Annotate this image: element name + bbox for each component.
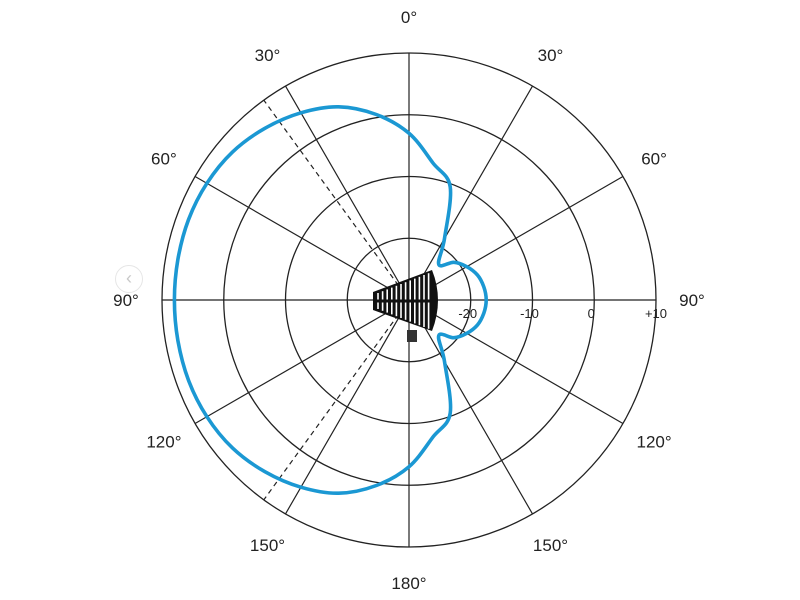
db-tick-label: 0 <box>588 306 595 321</box>
grid-spoke <box>284 85 410 301</box>
antenna-connector <box>407 330 417 342</box>
angle-tick-label: 60° <box>641 150 667 169</box>
grid-spoke <box>284 299 410 515</box>
axis-labels: 0° 30° 60° 90° 120° 150° 180° 150° 120° 90° 60° 30°… <box>113 8 705 593</box>
angle-tick-label: 30° <box>538 46 564 65</box>
polar-pattern-line <box>172 104 488 496</box>
angle-tick-label: 0° <box>401 8 417 27</box>
angle-tick-label: 60° <box>151 150 177 169</box>
grid-spoke <box>194 175 410 301</box>
series-group <box>172 104 488 496</box>
angle-tick-label: 150° <box>533 536 568 555</box>
db-tick-label: -20 <box>458 306 477 321</box>
angle-tick-label: 90° <box>679 291 705 310</box>
grid-spoke <box>408 299 624 425</box>
grid-spoke <box>408 299 534 515</box>
angle-tick-label: 120° <box>146 433 181 452</box>
angle-tick-label: 180° <box>391 574 426 593</box>
angle-tick-label: 30° <box>255 46 281 65</box>
log-periodic-antenna-icon <box>373 270 438 342</box>
angle-tick-label: 150° <box>250 536 285 555</box>
db-tick-label: +10 <box>645 306 667 321</box>
grid-spoke <box>408 175 624 301</box>
polar-grid <box>161 52 657 548</box>
previous-button[interactable]: ‹ <box>115 265 143 293</box>
chevron-left-icon: ‹ <box>126 268 132 288</box>
angle-tick-label: 90° <box>113 291 139 310</box>
grid-spoke <box>408 85 534 301</box>
db-tick-label: -10 <box>520 306 539 321</box>
angle-tick-label: 120° <box>636 433 671 452</box>
grid-spoke <box>194 299 410 425</box>
